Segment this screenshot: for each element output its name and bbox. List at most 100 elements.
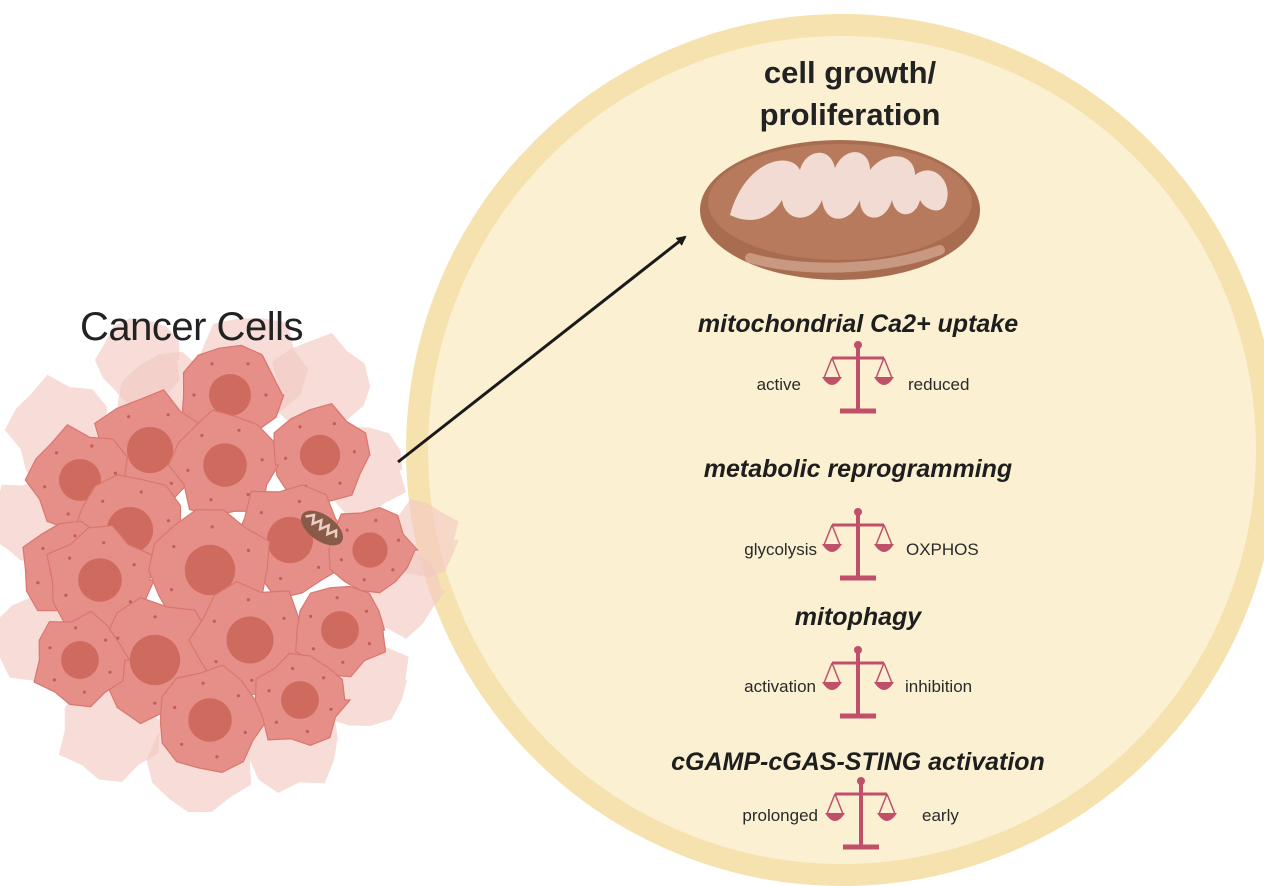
cell-granule xyxy=(250,678,254,682)
cell-granule xyxy=(169,588,174,592)
cell-granule xyxy=(74,626,78,630)
cell-granule xyxy=(153,615,157,619)
cell-granule xyxy=(113,471,117,475)
section-title-ca-uptake: mitochondrial Ca2+ uptake xyxy=(697,310,1019,338)
cell-nucleus xyxy=(321,611,359,649)
cell-nucleus xyxy=(299,434,341,476)
cell-granule xyxy=(166,519,171,523)
cell-granule xyxy=(64,593,68,598)
label-prolonged: prolonged xyxy=(742,806,818,825)
cell-granule xyxy=(169,481,173,485)
cell-granule xyxy=(309,614,313,619)
mitochondrion-icon xyxy=(700,140,980,280)
cell-nucleus xyxy=(266,516,314,564)
cell-granule xyxy=(264,393,268,397)
cell-granule xyxy=(332,422,336,426)
cell-granule xyxy=(352,450,356,454)
cell-nucleus xyxy=(78,558,122,602)
cell-granule xyxy=(54,451,59,455)
label-activation: activation xyxy=(744,677,816,696)
cell-granule xyxy=(297,499,301,504)
cell-nucleus xyxy=(126,426,174,474)
cell-granule xyxy=(132,563,136,567)
cell-nucleus xyxy=(209,374,251,416)
cell-granule xyxy=(52,678,57,682)
balance-scale-icon xyxy=(822,508,894,581)
cell-granule xyxy=(291,666,295,671)
cell-granule xyxy=(127,415,131,419)
cell-granule xyxy=(339,558,343,562)
cell-granule xyxy=(200,433,204,438)
cell-growth-title: cell growth/ proliferation xyxy=(700,52,1000,136)
cancer-cells-title: Cancer Cells xyxy=(80,305,303,349)
cell-granule xyxy=(338,481,342,485)
cell-granule xyxy=(317,565,321,570)
zoom-arrow xyxy=(397,235,687,464)
cell-nucleus xyxy=(226,616,274,664)
cell-granule xyxy=(311,647,316,651)
cell-growth-line1: cell growth/ xyxy=(763,55,937,90)
cell-nucleus xyxy=(203,443,247,487)
balance-scale-icon xyxy=(825,777,897,850)
cell-granule xyxy=(180,742,184,746)
cell-granule xyxy=(48,646,52,650)
cell-granule xyxy=(246,362,250,366)
cell-granule xyxy=(36,581,40,585)
cell-granule xyxy=(237,428,241,432)
cell-granule xyxy=(364,609,369,613)
label-reduced: reduced xyxy=(908,375,970,394)
label-early: early xyxy=(922,806,959,825)
cell-nucleus xyxy=(281,681,319,719)
cell-granule xyxy=(284,456,288,460)
cell-granule xyxy=(173,705,177,710)
cell-granule xyxy=(374,518,378,522)
cell-granule xyxy=(335,596,339,600)
cell-granule xyxy=(214,660,218,664)
cell-nucleus xyxy=(59,459,101,501)
cell-granule xyxy=(66,512,70,516)
small-mitochondrion-icon xyxy=(300,510,344,546)
cell-granule xyxy=(82,690,86,694)
cell-granule xyxy=(41,546,45,551)
cell-granule xyxy=(246,548,251,553)
cell-granule xyxy=(305,729,309,734)
cell-granule xyxy=(362,578,366,582)
cell-granule xyxy=(267,689,271,693)
balance-scales xyxy=(822,341,897,850)
cell-granule xyxy=(102,541,106,545)
cell-granule xyxy=(243,730,247,735)
section-title-mitophagy: mitophagy xyxy=(794,603,922,631)
cell-granule xyxy=(108,670,112,674)
cell-granule xyxy=(341,660,345,664)
cell-nucleus xyxy=(184,544,236,596)
cell-granule xyxy=(166,413,170,417)
cell-granule xyxy=(274,720,278,724)
cell-granule xyxy=(391,568,395,572)
cell-nucleus xyxy=(352,532,388,568)
cell-granule xyxy=(322,676,326,680)
section-title-sting: cGAMP-cGAS-STING activation xyxy=(671,748,1045,776)
cell-granule xyxy=(210,362,214,366)
balance-scale-icon xyxy=(822,341,894,414)
cell-granule xyxy=(186,468,190,472)
cancer-cells-cluster xyxy=(0,318,459,813)
zoom-circle xyxy=(406,14,1264,886)
cell-granule xyxy=(90,444,94,448)
cell-growth-line2: proliferation xyxy=(759,97,941,132)
cell-granule xyxy=(246,598,250,602)
cell-granule xyxy=(279,576,283,581)
cell-granule xyxy=(367,642,371,646)
balance-scale-icon xyxy=(822,646,894,719)
cell-nucleus xyxy=(188,698,232,742)
cell-granule xyxy=(43,485,47,489)
cell-granule xyxy=(73,534,77,538)
cell-granule xyxy=(101,499,105,503)
cell-granule xyxy=(153,701,157,705)
cell-granule xyxy=(209,498,213,502)
cell-granule xyxy=(172,544,176,549)
cell-granule xyxy=(128,600,132,604)
cell-granule xyxy=(139,490,143,494)
cell-granule xyxy=(298,425,302,429)
cell-granule xyxy=(215,755,219,759)
